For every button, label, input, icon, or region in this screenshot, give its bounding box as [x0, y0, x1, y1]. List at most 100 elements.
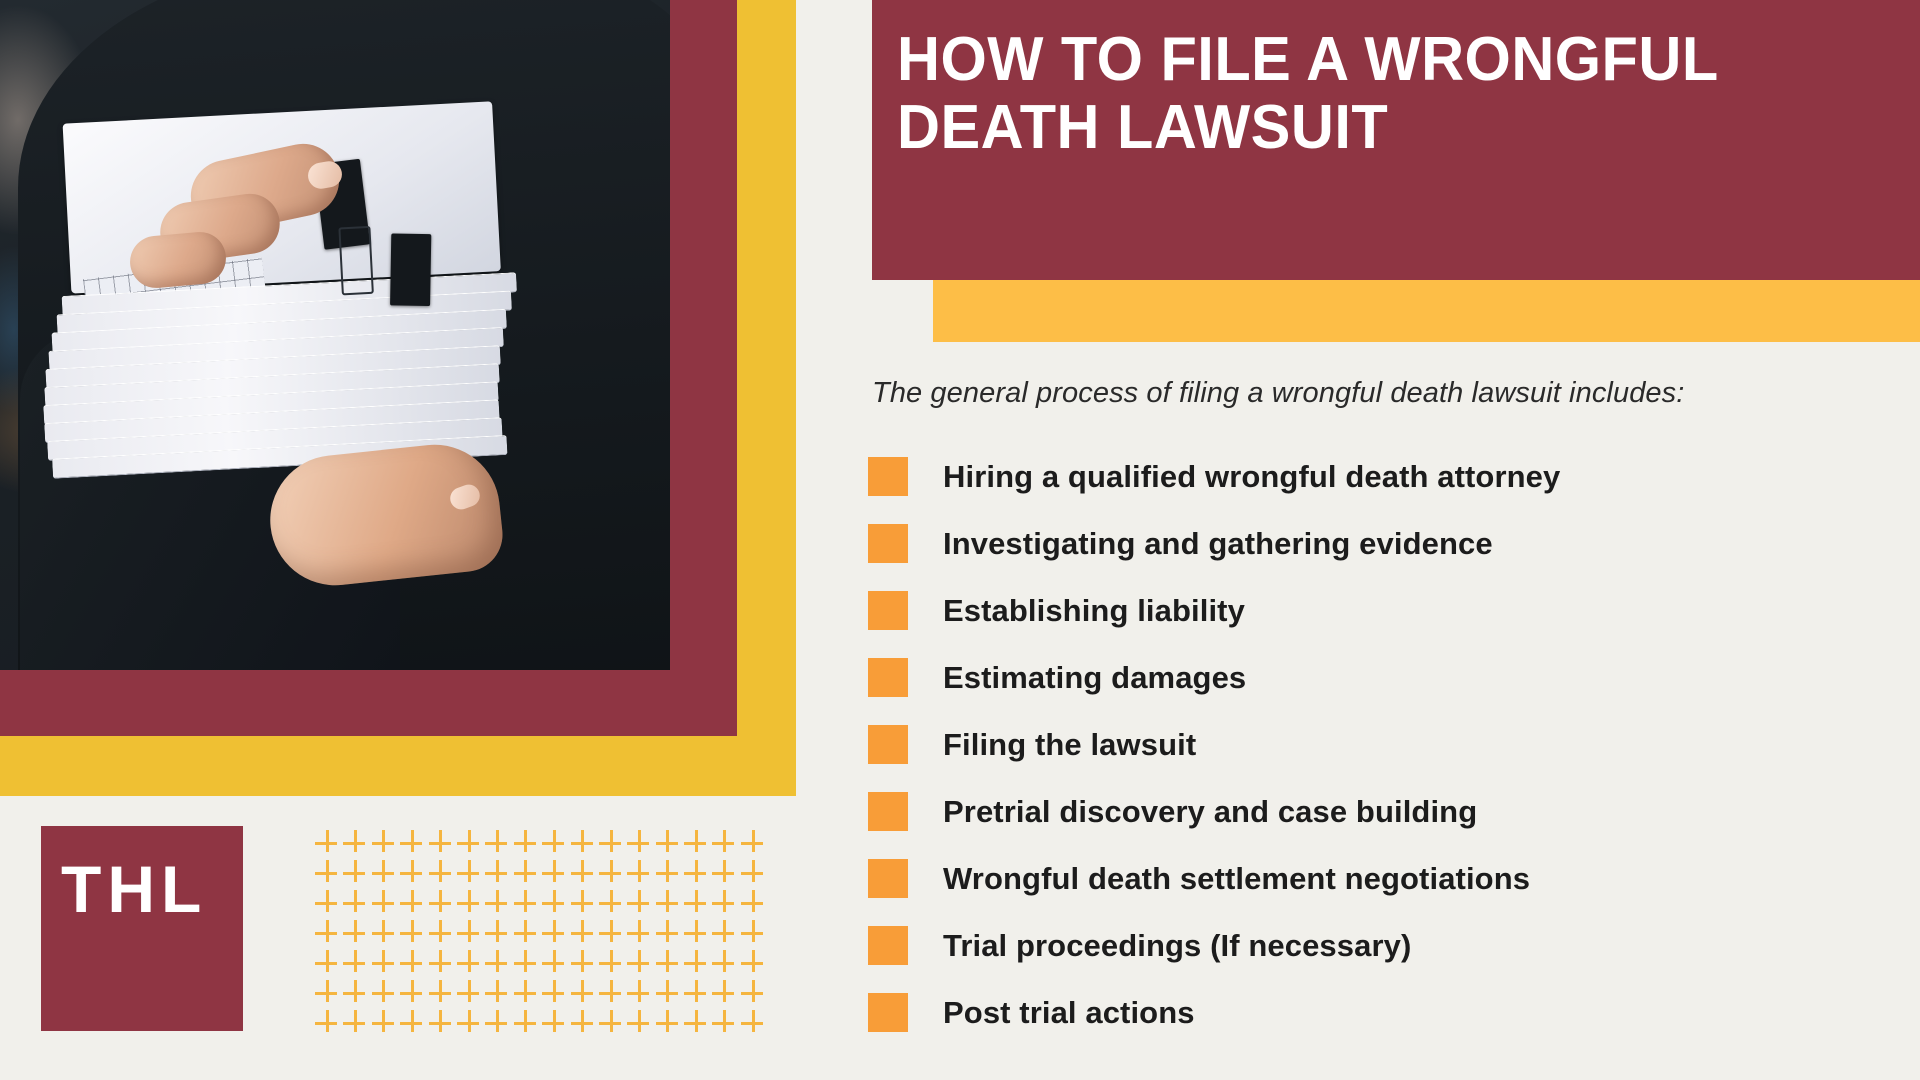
plus-icon: [540, 918, 568, 948]
plus-pattern-row: [313, 948, 764, 978]
step-label: Estimating damages: [943, 659, 1247, 695]
plus-icon: [398, 978, 426, 1008]
plus-icon: [512, 978, 540, 1008]
plus-icon: [540, 888, 568, 918]
plus-icon: [313, 948, 341, 978]
plus-icon: [512, 948, 540, 978]
plus-icon: [540, 1008, 568, 1038]
plus-icon: [483, 918, 511, 948]
process-step-item: Trial proceedings (If necessary): [868, 912, 1898, 979]
process-step-item: Filing the lawsuit: [868, 711, 1898, 778]
plus-icon: [398, 888, 426, 918]
step-label: Wrongful death settlement negotiations: [943, 860, 1531, 896]
step-bullet-square-icon: [868, 658, 908, 697]
plus-icon: [597, 918, 625, 948]
plus-icon: [654, 948, 682, 978]
plus-icon: [540, 858, 568, 888]
plus-icon: [739, 978, 767, 1008]
plus-pattern-row: [313, 978, 764, 1008]
plus-icon: [540, 828, 568, 858]
plus-icon: [370, 978, 398, 1008]
thl-logo-text: THL: [61, 852, 208, 926]
plus-icon: [341, 978, 369, 1008]
plus-icon: [710, 888, 738, 918]
plus-icon: [341, 858, 369, 888]
plus-icon: [569, 978, 597, 1008]
plus-icon: [625, 858, 653, 888]
plus-icon: [654, 858, 682, 888]
plus-icon: [427, 948, 455, 978]
plus-icon: [370, 918, 398, 948]
plus-icon: [483, 948, 511, 978]
plus-pattern-row: [313, 888, 764, 918]
plus-icon: [313, 858, 341, 888]
plus-icon: [654, 918, 682, 948]
plus-icon: [512, 888, 540, 918]
thl-logo[interactable]: THL: [41, 826, 243, 1031]
step-bullet-square-icon: [868, 859, 908, 898]
plus-icon: [455, 978, 483, 1008]
plus-icon: [427, 918, 455, 948]
plus-icon: [682, 858, 710, 888]
plus-icon: [398, 948, 426, 978]
plus-icon: [313, 828, 341, 858]
plus-icon: [682, 918, 710, 948]
plus-icon: [427, 828, 455, 858]
process-step-item: Wrongful death settlement negotiations: [868, 845, 1898, 912]
plus-icon: [370, 828, 398, 858]
plus-icon: [682, 888, 710, 918]
plus-icon: [483, 1008, 511, 1038]
step-label: Post trial actions: [943, 994, 1195, 1030]
step-bullet-square-icon: [868, 926, 908, 965]
plus-icon: [313, 1008, 341, 1038]
plus-icon: [739, 888, 767, 918]
plus-pattern-decoration: [313, 828, 764, 1032]
plus-icon: [625, 978, 653, 1008]
step-bullet-square-icon: [868, 524, 908, 563]
plus-icon: [682, 948, 710, 978]
hero-photo: [0, 0, 670, 670]
plus-icon: [739, 948, 767, 978]
plus-icon: [625, 828, 653, 858]
plus-icon: [398, 828, 426, 858]
plus-icon: [597, 858, 625, 888]
plus-icon: [341, 1008, 369, 1038]
plus-icon: [512, 1008, 540, 1038]
process-step-item: Pretrial discovery and case building: [868, 778, 1898, 845]
process-step-item: Estimating damages: [868, 644, 1898, 711]
plus-icon: [370, 948, 398, 978]
plus-icon: [483, 888, 511, 918]
plus-icon: [483, 978, 511, 1008]
plus-icon: [654, 828, 682, 858]
plus-icon: [739, 918, 767, 948]
plus-icon: [569, 828, 597, 858]
plus-icon: [625, 948, 653, 978]
plus-icon: [654, 978, 682, 1008]
plus-icon: [455, 888, 483, 918]
plus-icon: [512, 828, 540, 858]
plus-icon: [398, 918, 426, 948]
step-label: Filing the lawsuit: [943, 726, 1197, 762]
step-label: Establishing liability: [943, 592, 1245, 628]
plus-icon: [710, 858, 738, 888]
subtitle: The general process of filing a wrongful…: [872, 377, 1685, 409]
plus-icon: [682, 828, 710, 858]
step-bullet-square-icon: [868, 591, 908, 630]
photo-hand: [120, 137, 507, 592]
process-step-item: Investigating and gathering evidence: [868, 510, 1898, 577]
plus-pattern-row: [313, 828, 764, 858]
plus-icon: [597, 888, 625, 918]
plus-icon: [398, 858, 426, 888]
plus-icon: [427, 1008, 455, 1038]
page-title: HOW TO FILE A WRONGFUL DEATH LAWSUIT: [897, 25, 1718, 162]
plus-icon: [370, 1008, 398, 1038]
plus-icon: [597, 948, 625, 978]
plus-icon: [625, 888, 653, 918]
process-step-item: Post trial actions: [868, 979, 1898, 1046]
plus-icon: [682, 1008, 710, 1038]
plus-icon: [654, 888, 682, 918]
plus-icon: [597, 828, 625, 858]
title-band: HOW TO FILE A WRONGFUL DEATH LAWSUIT: [872, 0, 1920, 280]
plus-icon: [455, 918, 483, 948]
plus-icon: [341, 918, 369, 948]
